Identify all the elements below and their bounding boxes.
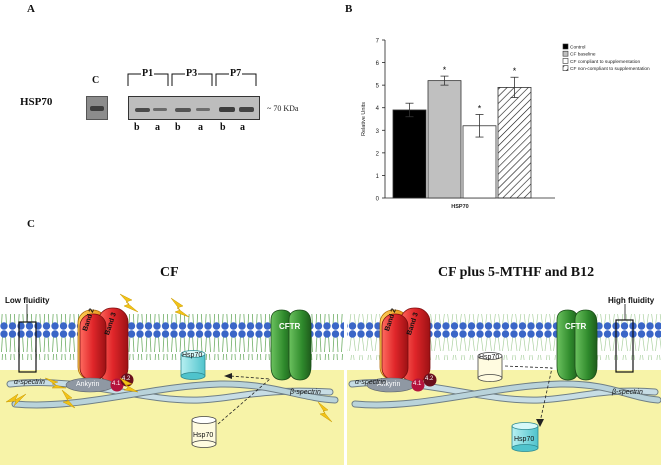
y-tick-label: 5	[376, 84, 380, 90]
right-p42-label: 4.2	[425, 376, 434, 382]
right-band3-protein	[381, 307, 431, 383]
legend-swatch-0	[562, 43, 569, 50]
control-blot	[86, 96, 108, 120]
low-fluidity-box	[18, 321, 37, 373]
panel-b-letter: B	[345, 3, 353, 15]
lane-label-5: b	[220, 122, 226, 133]
right-beta-spectrin-label: β-spectrin	[612, 389, 643, 396]
left-ankyrin-label: Ankyrin	[76, 381, 100, 388]
y-tick-label: 7	[376, 39, 380, 45]
panel-c-letter: C	[27, 218, 35, 230]
group-label-p3: P3	[185, 68, 199, 79]
left-band3-protein	[79, 307, 129, 383]
right-fluidity-label: High fluidity	[608, 296, 655, 305]
left-hsp70-cytosol-label: Hsp70	[193, 432, 214, 439]
bar-3	[497, 87, 532, 199]
left-hsp70-membrane-label: Hsp70	[182, 352, 203, 359]
y-tick-label: 6	[376, 61, 380, 67]
left-p42-label: 4.2	[122, 376, 131, 382]
legend-swatch-1	[562, 50, 569, 57]
control-lane-label: C	[92, 75, 100, 86]
right-protein-4-1	[411, 378, 425, 392]
right-panel-title: CF plus 5-MTHF and B12	[438, 265, 595, 280]
legend-swatch-3	[562, 65, 569, 71]
y-tick-label: 2	[376, 151, 380, 157]
left-cftr-label: CFTR	[279, 322, 301, 331]
significance-star-1: *	[443, 65, 447, 75]
legend-label-0: Control	[570, 45, 585, 51]
lane-label-4: a	[198, 122, 203, 133]
legend-label-3: CF non-compliant to supplementation	[570, 66, 650, 72]
right-hsp70-cytosol	[511, 422, 539, 452]
membrane-diagram	[0, 284, 661, 465]
molecular-weight-label: ~ 70 KDa	[267, 104, 299, 113]
bar-1	[427, 80, 462, 199]
lane-label-2: a	[155, 122, 160, 133]
right-hsp70-membrane-label: Hsp70	[479, 354, 500, 361]
group-label-p7: P7	[229, 68, 243, 79]
significance-star-2: *	[478, 103, 482, 113]
legend-label-2: CF compliant to supplementation	[570, 59, 640, 65]
left-alpha-spectrin-label: α-spectrin	[14, 379, 45, 386]
y-tick-label: 0	[376, 197, 380, 203]
y-tick-label: 4	[376, 106, 380, 112]
left-cftr-channel	[270, 309, 312, 381]
left-hsp70-cytosol	[191, 416, 217, 448]
significance-star-3: *	[513, 66, 517, 76]
group-label-p1: P1	[141, 68, 155, 79]
panel-a-letter: A	[27, 3, 35, 15]
lane-label-1: b	[134, 122, 140, 133]
x-axis-label: HSP70	[451, 204, 468, 210]
high-fluidity-box	[615, 319, 634, 373]
blot-row-label: HSP70	[20, 96, 53, 108]
left-panel-title: CF	[160, 265, 179, 280]
left-protein-4-1	[110, 378, 124, 392]
right-ankyrin-label: Ankyrin	[377, 381, 401, 388]
right-hsp70-membrane	[477, 352, 503, 382]
right-translocation-arrow	[504, 365, 553, 423]
left-hsp70-membrane	[180, 350, 206, 380]
lane-label-6: a	[240, 122, 245, 133]
right-alpha-spectrin-label: α-spectrin	[355, 379, 386, 386]
left-beta-spectrin-label: β-spectrin	[290, 389, 321, 396]
legend-swatch-2	[562, 58, 569, 64]
left-p41-label: 4.1	[112, 381, 121, 387]
y-axis-label: Relative Units	[361, 102, 367, 136]
y-tick-label: 3	[376, 129, 380, 135]
y-tick-label: 1	[376, 174, 380, 180]
right-hsp70-cytosol-label: Hsp70	[514, 436, 535, 443]
right-p41-label: 4.1	[413, 381, 422, 387]
right-cftr-label: CFTR	[565, 322, 587, 331]
left-translocation-arrow	[217, 375, 271, 425]
lane-label-3: b	[175, 122, 181, 133]
left-oxidative-bolts	[5, 293, 333, 423]
right-cftr-channel	[556, 309, 598, 381]
sample-blot	[128, 96, 260, 120]
right-protein-4-2	[423, 373, 437, 387]
legend-label-1: CF baseline	[570, 52, 596, 58]
left-fluidity-label: Low fluidity	[5, 296, 50, 305]
bar-0	[392, 109, 427, 199]
